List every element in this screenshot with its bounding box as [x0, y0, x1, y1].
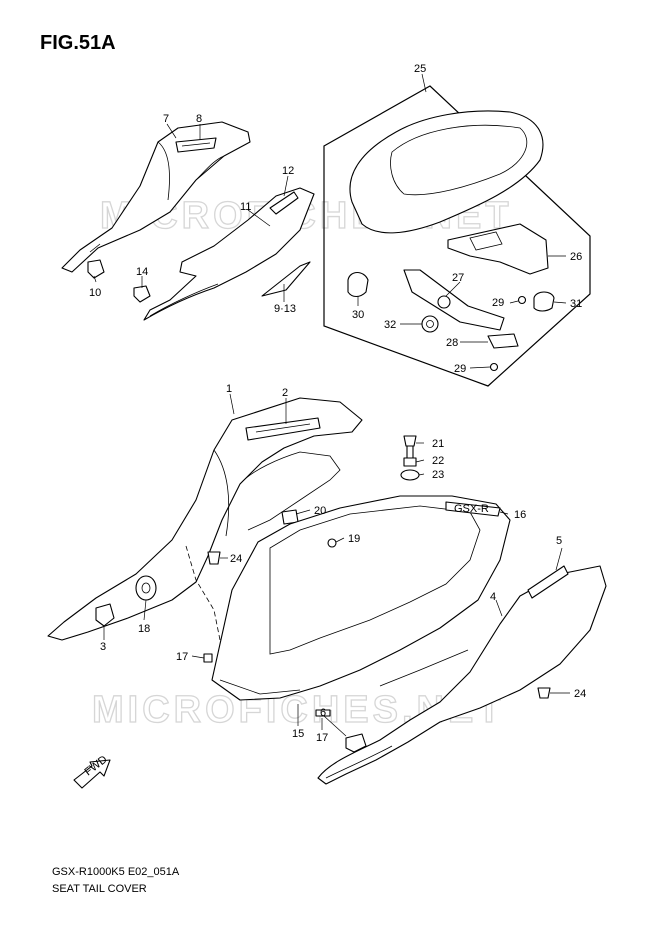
callout-15: 15	[292, 728, 304, 740]
callout-24b: 24	[574, 688, 586, 700]
callout-26: 26	[570, 251, 582, 263]
callout-16: 16	[514, 509, 526, 521]
callout-24a: 24	[230, 553, 242, 565]
part-22-collar	[403, 457, 417, 467]
part-27-seat-lock-bracket	[403, 269, 505, 331]
seat-cowl-group-box	[323, 85, 591, 387]
figure-title: FIG.51A	[40, 32, 116, 54]
part-8-tail-light-lens-small	[175, 137, 217, 153]
part-28-bracket	[487, 333, 519, 349]
callout-19: 19	[348, 533, 360, 545]
callout-11: 11	[240, 201, 251, 213]
part-32-grommet	[421, 315, 439, 333]
callout-29b: 29	[454, 363, 466, 375]
part-26-seat-bracket	[447, 223, 549, 275]
part-11-side-cover-small	[143, 187, 315, 321]
callout-labels: 7 8 10 11 12 14 9·13 25 26 27 29 31 30 3…	[89, 63, 586, 744]
callout-31: 31	[570, 298, 582, 310]
callout-22: 22	[432, 455, 444, 467]
callout-6: 6	[320, 707, 326, 719]
callout-18: 18	[138, 623, 150, 635]
part-24-screw-b	[537, 687, 551, 699]
callout-5: 5	[556, 535, 562, 547]
part-14-clip	[133, 285, 151, 303]
callout-25: 25	[414, 63, 426, 75]
callout-28: 28	[446, 337, 458, 349]
part-29-bolt-b	[489, 362, 499, 372]
callout-4: 4	[490, 591, 496, 603]
callout-17b: 17	[316, 732, 328, 744]
callout-12: 12	[282, 165, 294, 177]
callout-30: 30	[352, 309, 364, 321]
part-12-reflector	[269, 191, 299, 215]
part-19-screw	[327, 538, 337, 548]
part-17-tape-a	[203, 653, 213, 663]
part-23-cushion	[400, 469, 420, 481]
callout-2: 2	[282, 387, 288, 399]
callout-7: 7	[163, 113, 169, 125]
diagram-caption: SEAT TAIL COVER	[52, 883, 147, 895]
diagram-code: GSX-R1000K5 E02_051A	[52, 866, 180, 878]
part-9-13-emblem	[261, 261, 311, 297]
part-29-bolt-a	[517, 295, 527, 305]
part-17-tape-b	[315, 709, 331, 717]
part-2-tail-light-lens	[245, 417, 321, 441]
callout-10: 10	[89, 287, 101, 299]
part-3-clip	[95, 603, 115, 627]
callout-21: 21	[432, 438, 444, 450]
callout-27: 27	[452, 272, 464, 284]
part-16-emblem-plate: GSX-R	[445, 501, 501, 517]
leader-lines	[93, 73, 570, 737]
callout-1: 1	[226, 383, 232, 395]
part-7-small-tail-cowl	[61, 121, 251, 273]
part-1-seat-tail-cover	[47, 397, 363, 641]
part-31-cushion	[533, 291, 555, 312]
part-25-seat-cowl	[349, 110, 544, 234]
part-18-rubber	[135, 575, 157, 601]
part-10-clip	[87, 259, 105, 279]
callout-17a: 17	[176, 651, 188, 663]
part-5-reflector	[527, 565, 569, 599]
part-4-side-cover	[317, 565, 607, 785]
part-24-screw-a	[207, 551, 221, 565]
part-30-rubber-cushion	[347, 271, 369, 298]
callout-3: 3	[100, 641, 106, 653]
callout-9-13: 9·13	[274, 303, 296, 315]
callout-23: 23	[432, 469, 444, 481]
callout-20: 20	[314, 505, 326, 517]
part-21-bolt	[403, 435, 417, 459]
callout-14: 14	[136, 266, 148, 278]
part-15-rear-cover	[211, 495, 511, 701]
emblem-text: GSX-R	[454, 503, 489, 515]
callout-29a: 29	[492, 297, 504, 309]
fwd-arrow: FWD	[73, 753, 111, 789]
callout-8: 8	[196, 113, 202, 125]
part-6-clip	[345, 733, 367, 753]
callout-32: 32	[384, 319, 396, 331]
